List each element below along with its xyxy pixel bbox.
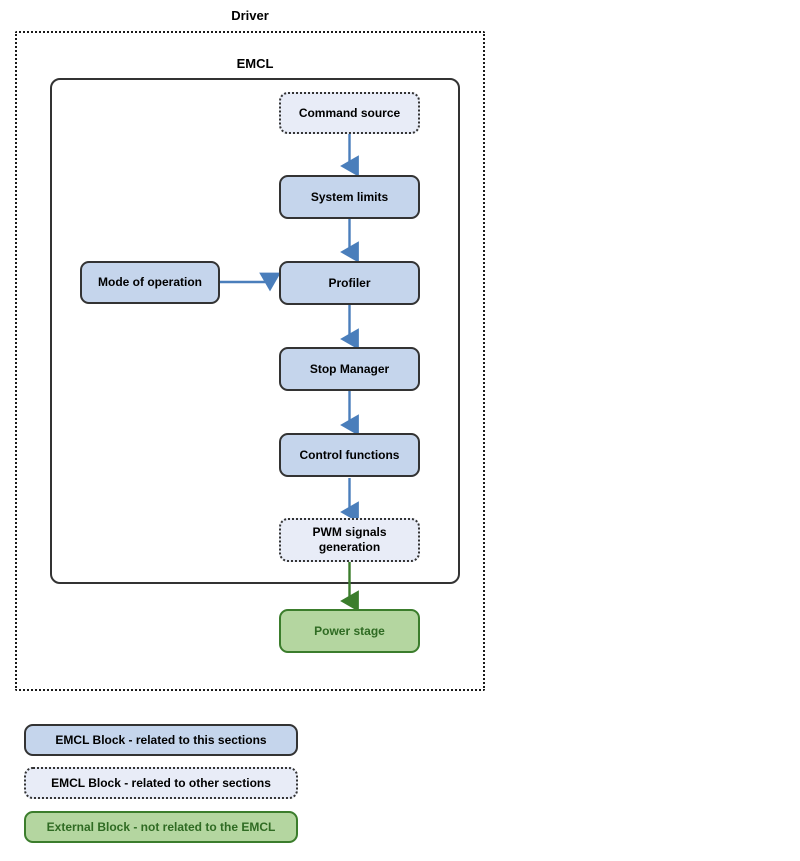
emcl-container-label: EMCL	[236, 56, 274, 71]
node-stop-manager[interactable]: Stop Manager	[279, 347, 420, 391]
driver-container-label: Driver	[231, 8, 269, 23]
legend-item-emcl-this-section: EMCL Block - related to this sections	[24, 724, 298, 756]
pwm-label-line-1: PWM signals	[312, 525, 387, 539]
node-system-limits[interactable]: System limits	[279, 175, 420, 219]
legend-item-external-block: External Block - not related to the EMCL	[24, 811, 298, 843]
legend-item-emcl-other-sections: EMCL Block - related to other sections	[24, 767, 298, 799]
pwm-label-line-2: generation	[318, 540, 381, 554]
node-control-functions[interactable]: Control functions	[279, 433, 420, 477]
driver-container	[15, 31, 485, 691]
emcl-container	[50, 78, 460, 584]
node-command-source[interactable]: Command source	[279, 92, 420, 134]
node-profiler[interactable]: Profiler	[279, 261, 420, 305]
node-mode-of-operation[interactable]: Mode of operation	[80, 261, 220, 304]
node-pwm-signals-generation[interactable]: PWM signals generation	[279, 518, 420, 562]
node-power-stage[interactable]: Power stage	[279, 609, 420, 653]
